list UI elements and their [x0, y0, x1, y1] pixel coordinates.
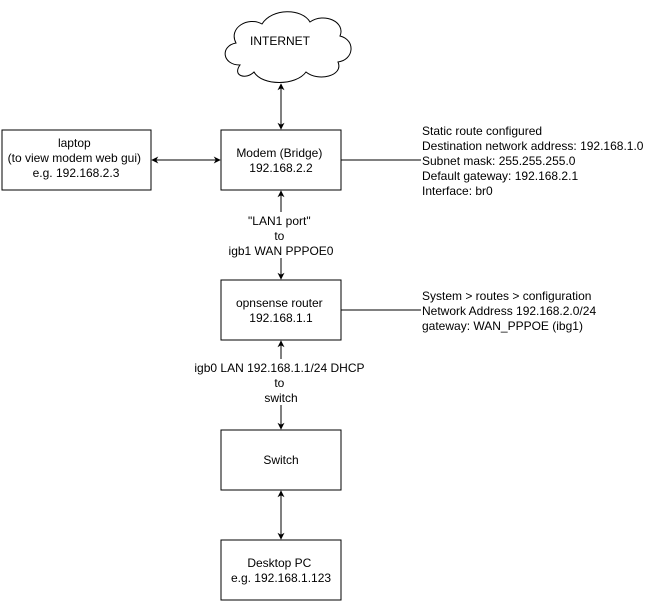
modem-static-route-note: Static route configured Destination netw… [422, 124, 647, 198]
router-switch-edge-label: igb0 LAN 192.168.1.1/24 DHCP to switch [194, 359, 367, 405]
router-node: opnsense router 192.168.1.1 [220, 279, 342, 341]
desktop-node: Desktop PC e.g. 192.168.1.123 [220, 539, 342, 601]
desktop-box [220, 539, 342, 601]
switch-box [220, 429, 342, 491]
desktop-label: Desktop PC e.g. 192.168.1.123 [231, 556, 331, 585]
router-routes-note: System > routes > configuration Network … [422, 289, 599, 333]
laptop-label: laptop (to view modem web gui) e.g. 192.… [8, 136, 145, 180]
laptop-node: laptop (to view modem web gui) e.g. 192.… [1, 129, 152, 191]
internet-label: INTERNET [250, 34, 311, 48]
laptop-box [1, 129, 152, 191]
switch-label: Switch [263, 453, 298, 467]
edge-label-bg [196, 359, 366, 405]
cloud-shape [224, 11, 352, 83]
internet-cloud-node: INTERNET [224, 11, 352, 83]
router-switch-edge-text: igb0 LAN 192.168.1.1/24 DHCP to switch [194, 361, 367, 405]
modem-router-edge-text: "LAN1 port" to igb1 WAN PPPOE0 [229, 214, 334, 258]
modem-box [220, 129, 342, 191]
router-box [220, 279, 342, 341]
modem-label: Modem (Bridge) 192.168.2.2 [236, 146, 325, 175]
modem-router-edge-label: "LAN1 port" to igb1 WAN PPPOE0 [226, 212, 336, 258]
modem-node: Modem (Bridge) 192.168.2.2 [220, 129, 342, 191]
edge-label-bg [226, 242, 336, 258]
router-label: opnsense router 192.168.1.1 [236, 296, 326, 325]
switch-node: Switch [220, 429, 342, 491]
